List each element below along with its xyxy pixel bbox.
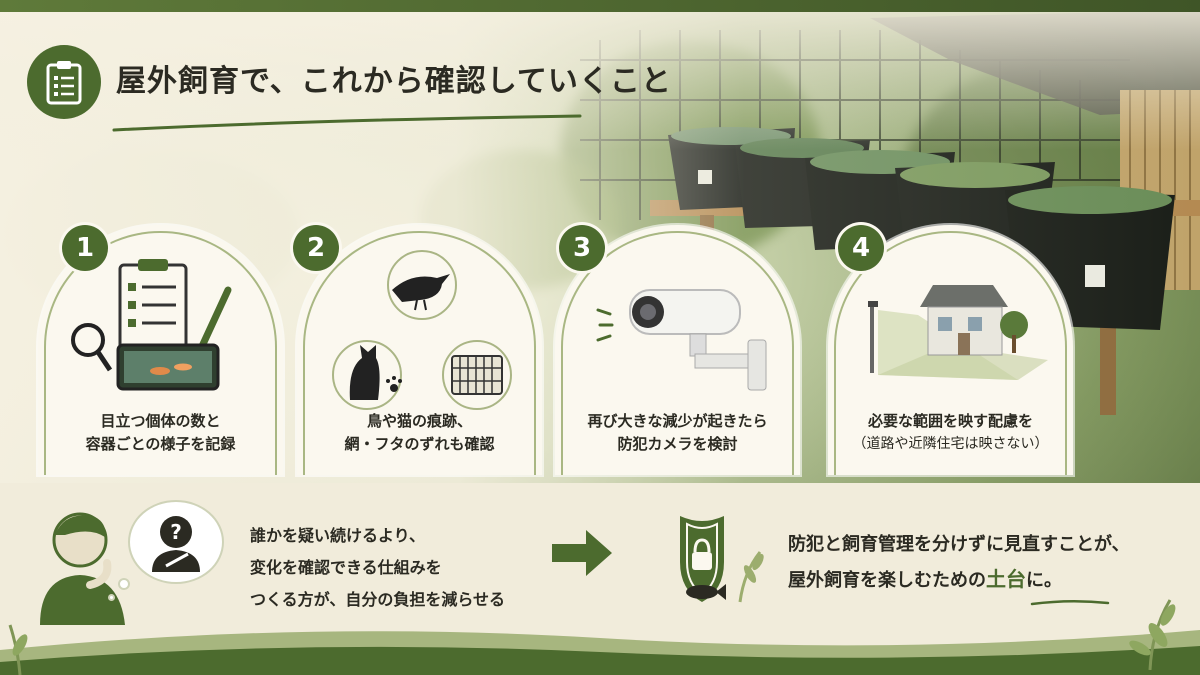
step-number-badge: 4	[838, 225, 884, 271]
bird-cat-trap-icon	[332, 250, 512, 410]
svg-text:?: ?	[170, 520, 182, 544]
card-text: 必要な範囲を映す配慮を （道路や近隣住宅は映さない）	[852, 412, 1049, 452]
thought-bubble: ?	[128, 500, 224, 584]
bottom-left-message: 誰かを疑い続けるより、 変化を確認できる仕組みを つくる方が、自分の負担を減らせ…	[250, 526, 506, 609]
leaf-decoration	[8, 624, 28, 675]
page-title: 屋外飼育で、これから確認していくこと	[116, 64, 672, 99]
card-text: 目立つ個体の数と 容器ごとの様子を記録	[85, 412, 236, 453]
card-traces: 鳥や猫の痕跡、 網・フタのずれも確認	[297, 225, 542, 475]
step-number-badge: 1	[62, 225, 108, 271]
thought-dot	[118, 578, 130, 590]
title-underline	[112, 114, 582, 132]
card-privacy: 必要な範囲を映す配慮を （道路や近隣住宅は映さない）	[828, 225, 1073, 475]
leaf-decoration	[1129, 599, 1176, 670]
step-number-badge: 3	[559, 225, 605, 271]
security-camera-icon	[596, 289, 767, 391]
house-camera-range-icon	[868, 285, 1048, 380]
question-person-icon: ?	[152, 516, 200, 572]
card-text: 鳥や猫の痕跡、 網・フタのずれも確認	[344, 412, 495, 453]
thinking-person-icon	[40, 512, 125, 625]
top-accent-strip	[0, 0, 1200, 12]
bottom-wave	[0, 630, 1200, 675]
clipboard-icon	[27, 45, 101, 119]
accent-underline	[1030, 599, 1110, 606]
thought-dot	[108, 594, 115, 601]
card-camera: 再び大きな減少が起きたら 防犯カメラを検討	[555, 225, 800, 475]
checklist-aquarium-icon	[71, 259, 232, 391]
step-number-badge: 2	[293, 225, 339, 271]
card-text: 再び大きな減少が起きたら 防犯カメラを検討	[587, 412, 768, 453]
bottom-right-message: 防犯と飼育管理を分けずに見直すことが、 屋外飼育を楽しむための土台に。	[788, 534, 1130, 591]
shield-lock-fish-icon	[680, 516, 764, 603]
right-arrow-icon	[552, 530, 612, 576]
